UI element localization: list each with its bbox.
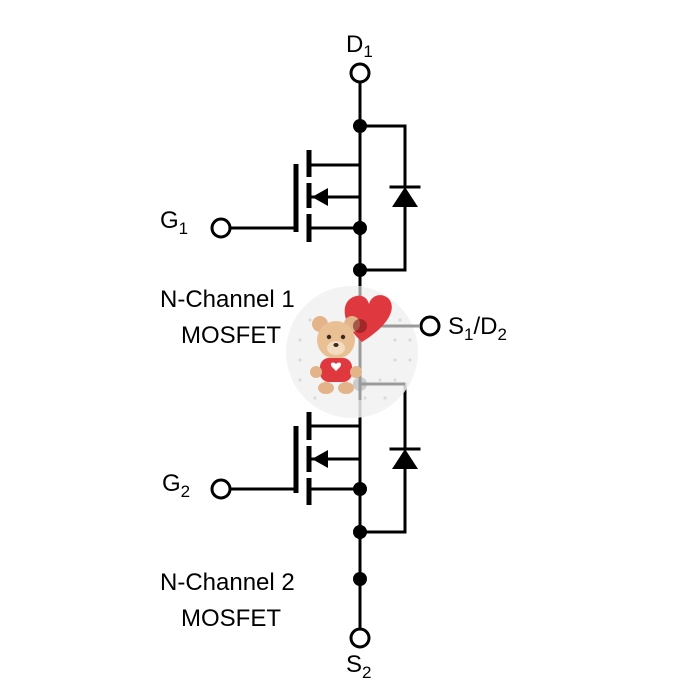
mosfet-1-label-line1: N-Channel 1	[160, 286, 295, 313]
mosfet-1-label-line2: MOSFET	[181, 322, 281, 349]
mosfet-1-symbol	[228, 81, 421, 277]
source-2-terminal	[349, 627, 371, 649]
junction-dot	[353, 119, 367, 133]
s2-label: S2	[346, 651, 371, 682]
mosfet-2-arrow	[312, 450, 328, 468]
g2-label: G2	[162, 470, 190, 501]
mosfet-1-arrow	[312, 188, 328, 206]
junction-dot	[353, 221, 367, 235]
s1d2-terminal	[419, 315, 441, 337]
gate-1-terminal	[210, 217, 232, 239]
gate-2-terminal	[210, 478, 232, 500]
mosfet-2-label-line1: N-Channel 2	[160, 569, 295, 596]
junction-dot	[353, 572, 367, 586]
mosfet-2-symbol	[228, 268, 424, 632]
teddy-bear-with-heart-icon	[286, 286, 420, 418]
mosfet-2-label-line2: MOSFET	[181, 605, 281, 632]
s1d2-label: S1/D2	[448, 313, 507, 344]
junction-dot	[353, 482, 367, 496]
junction-dot	[353, 525, 367, 539]
mosfet-1-body-diode	[392, 187, 418, 207]
d1-label: D1	[346, 31, 373, 61]
g1-label: G1	[160, 207, 188, 238]
drain-1-terminal	[349, 62, 371, 84]
mosfet-2-body-diode	[392, 449, 418, 469]
